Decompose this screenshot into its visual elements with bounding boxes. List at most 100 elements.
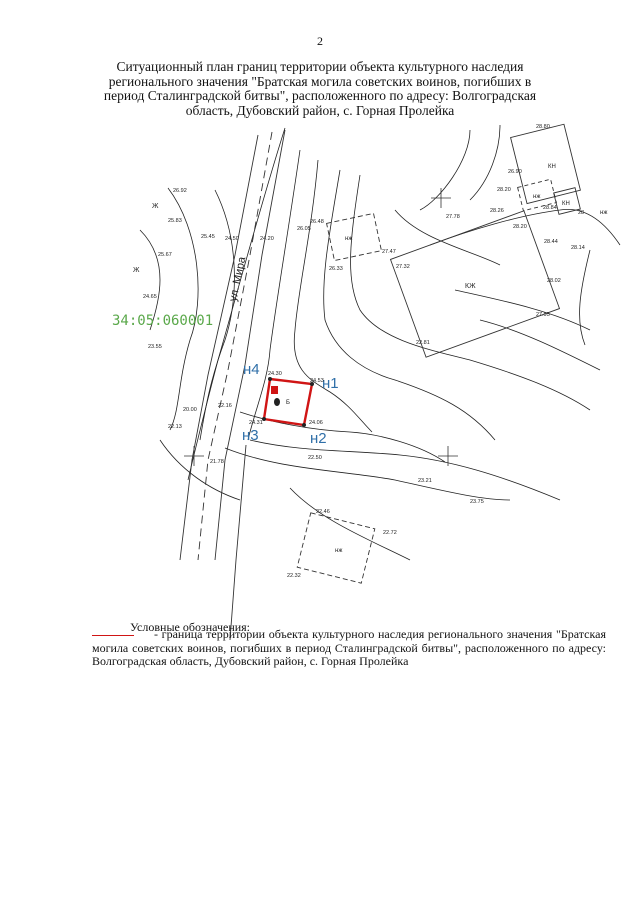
street-edge (229, 444, 247, 641)
buildings (296, 123, 581, 584)
boundary-vertex (310, 382, 314, 386)
boundary-point-label: н3 (242, 427, 259, 444)
elevation-label: 22.72 (383, 530, 397, 536)
elevation-label: 24.65 (143, 294, 157, 300)
elevation-label: 23.55 (148, 344, 162, 350)
elevation-label: 22.16 (218, 403, 232, 409)
contour-line (139, 229, 161, 331)
contour-line (289, 487, 411, 561)
boundary-vertex (302, 423, 306, 427)
contour-line (350, 174, 591, 411)
elevation-label: 28.80 (536, 124, 550, 130)
elevation-label: 28.44 (544, 239, 558, 245)
contour-line (579, 249, 591, 346)
building-label: нж (335, 548, 342, 554)
elevation-label: 24.31 (249, 420, 263, 426)
boundary-vertex (262, 417, 266, 421)
elevation-label: 22.32 (287, 573, 301, 579)
elevation-label: 26.05 (297, 226, 311, 232)
legend-description: - граница территории объекта культурного… (92, 627, 606, 668)
monument-symbol (271, 386, 278, 394)
contour-line (247, 149, 301, 441)
contour-line (293, 159, 373, 433)
legend-heading: Условные обозначения: (130, 620, 251, 634)
elevation-label: 26.33 (329, 266, 343, 272)
building (553, 187, 581, 215)
elevation-label: 24.50 (225, 236, 239, 242)
survey-cross (438, 446, 458, 466)
legend-boundary-line (92, 635, 134, 636)
contour-line (469, 124, 501, 201)
building (510, 123, 581, 205)
elevation-label: 28.26 (490, 208, 504, 214)
boundary-point-label: н4 (243, 361, 260, 378)
elevation-label: 22.46 (316, 509, 330, 515)
building-label: КН (562, 201, 570, 207)
elevation-label: 28.84 (543, 205, 557, 211)
elevation-label: 24.53 (310, 378, 324, 384)
contour-line (454, 289, 591, 331)
building (389, 210, 561, 358)
building-label: КН (548, 164, 556, 170)
building-label: нж (600, 210, 607, 216)
building-label: КЖ (465, 283, 476, 290)
building-label: нж (345, 236, 352, 242)
elevation-label: 28 (578, 210, 584, 216)
plot-mark: Б (286, 400, 290, 406)
elevation-label: 25.67 (158, 252, 172, 258)
elevation-label: 24.30 (268, 371, 282, 377)
contour-line (167, 187, 199, 431)
boundary-polygon (262, 377, 314, 427)
contour-line (199, 189, 235, 441)
street (179, 129, 286, 641)
building-label: нж (533, 194, 540, 200)
survey-crosses (184, 188, 458, 466)
boundary-point-label: н1 (322, 375, 339, 392)
page-number: 2 (317, 34, 323, 48)
area-marker: Ж (152, 203, 159, 210)
title-line: область, Дубовский район, с. Горная Прол… (185, 102, 455, 118)
elevation-label: 22.13 (168, 424, 182, 430)
survey-cross (184, 446, 204, 466)
elevation-label: 26.48 (310, 219, 324, 225)
street-edge (214, 129, 286, 561)
contour-line (323, 169, 496, 441)
cadastral-number: 34:05:060001 (112, 313, 213, 329)
elevation-label: 28.20 (513, 224, 527, 230)
contour-line (224, 447, 511, 501)
street-edge (179, 134, 259, 561)
elevation-label: 23.75 (470, 499, 484, 505)
elevation-label: 28.02 (547, 278, 561, 284)
contour-line (479, 319, 601, 371)
elevation-label: 27.47 (382, 249, 396, 255)
plan-title: Ситуационный план границ территории объе… (100, 59, 540, 118)
elevation-label: 25.45 (201, 234, 215, 240)
contour-line (187, 127, 286, 481)
contour-lines (139, 124, 621, 561)
elevation-label: 24.20 (260, 236, 274, 242)
title-line: период Сталинградской битвы", расположен… (103, 88, 537, 103)
elevation-label: 23.21 (418, 478, 432, 484)
elevation-label: 26.92 (173, 188, 187, 194)
elevation-label: 22.50 (308, 455, 322, 461)
elevation-label: 27.32 (396, 264, 410, 270)
building (296, 512, 376, 584)
elevation-label: 27.95 (536, 312, 550, 318)
elevation-label: 24.06 (309, 420, 323, 426)
boundary-vertex (268, 377, 272, 381)
boundary-point-label: н2 (310, 430, 327, 447)
elevation-label: 20.00 (183, 407, 197, 413)
survey-cross (431, 188, 451, 208)
monument-symbol (274, 398, 280, 406)
area-marker: Ж (133, 267, 140, 274)
elevation-label: 26.90 (508, 169, 522, 175)
street-centerline (197, 131, 273, 561)
contour-line (249, 439, 561, 501)
contour-line (419, 129, 471, 211)
elevation-label: 22.81 (416, 340, 430, 346)
map-labels: ул. Мира 34:05:060001 н1 н2 н3 н4 КЖ нж … (112, 124, 607, 579)
elevation-label: 21.78 (210, 459, 224, 465)
title-line: регионального значения "Братская могила … (108, 73, 532, 89)
elevation-label: 28.14 (571, 245, 585, 251)
